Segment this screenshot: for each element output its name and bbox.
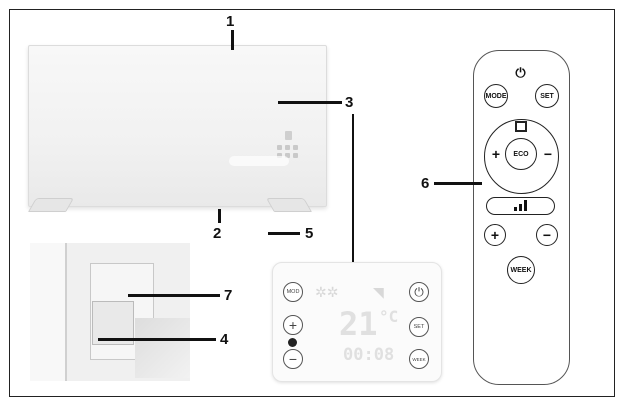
- lcd-temperature: 21: [339, 305, 378, 343]
- signal-bars-icon: [514, 200, 528, 211]
- lcd-week-button[interactable]: WEEK: [409, 349, 429, 369]
- callout-1: 1: [226, 13, 235, 30]
- callout-4: 4: [220, 331, 229, 348]
- callout-2: 2: [213, 225, 222, 242]
- remote-week-button[interactable]: WEEK: [507, 256, 535, 284]
- lcd-minus-button[interactable]: −: [283, 349, 303, 369]
- callout-1-leader: [231, 30, 234, 50]
- remote-set-button[interactable]: SET: [535, 84, 559, 108]
- wall-edge: [30, 243, 67, 381]
- remote-power-button[interactable]: ⏻: [512, 64, 529, 81]
- remote-mode-button[interactable]: MODE: [484, 84, 508, 108]
- lcd-time: 00:08: [343, 345, 395, 365]
- lcd-plus-button[interactable]: +: [283, 315, 303, 335]
- remote-eco-button[interactable]: ECO: [505, 138, 537, 170]
- callout-3-leader-h: [278, 101, 342, 104]
- heater-foot-right: [265, 198, 313, 212]
- lcd-power-button[interactable]: ⏻: [409, 282, 429, 302]
- callout-5-leader: [268, 232, 300, 235]
- wall-mount-detail-image: [30, 243, 190, 381]
- switch-housing: [92, 301, 134, 345]
- lcd-indicator-dot: [288, 338, 297, 347]
- callout-6-leader: [434, 182, 482, 185]
- heater-control-area: [277, 131, 299, 161]
- heater-panel-image: [28, 45, 327, 207]
- callout-2-leader: [218, 209, 221, 223]
- lcd-mode-button[interactable]: MOD: [283, 282, 303, 302]
- heater-glare: [229, 156, 289, 166]
- callout-4-leader: [98, 338, 216, 341]
- remote-dpad-minus[interactable]: −: [540, 146, 556, 162]
- remote-minus-button[interactable]: −: [536, 224, 558, 246]
- lcd-set-button[interactable]: SET: [409, 317, 429, 337]
- remote-dpad-plus[interactable]: +: [488, 146, 504, 162]
- callout-5: 5: [305, 225, 314, 242]
- wifi-icon: ◥: [373, 284, 384, 300]
- callout-6: 6: [421, 175, 430, 192]
- remote-plus-button[interactable]: +: [484, 224, 506, 246]
- lcd-unit: °C: [379, 307, 399, 326]
- lcd-control-panel: MOD ⏻ ✲✲ ◥ + − 21 °C 00:08 SET WEEK: [272, 262, 442, 382]
- heat-level-icon: ✲✲: [315, 284, 339, 300]
- heater-foot-left: [27, 198, 75, 212]
- remote-level-button[interactable]: [486, 197, 555, 215]
- bracket-shadow: [135, 318, 190, 378]
- callout-7: 7: [224, 287, 233, 304]
- remote-control: ⏻ MODE SET + − ECO + − WEEK: [473, 50, 570, 385]
- callout-3-leader-v: [352, 114, 354, 286]
- remote-top-icon: [515, 121, 527, 132]
- callout-3: 3: [345, 94, 354, 111]
- callout-7-leader: [128, 294, 220, 297]
